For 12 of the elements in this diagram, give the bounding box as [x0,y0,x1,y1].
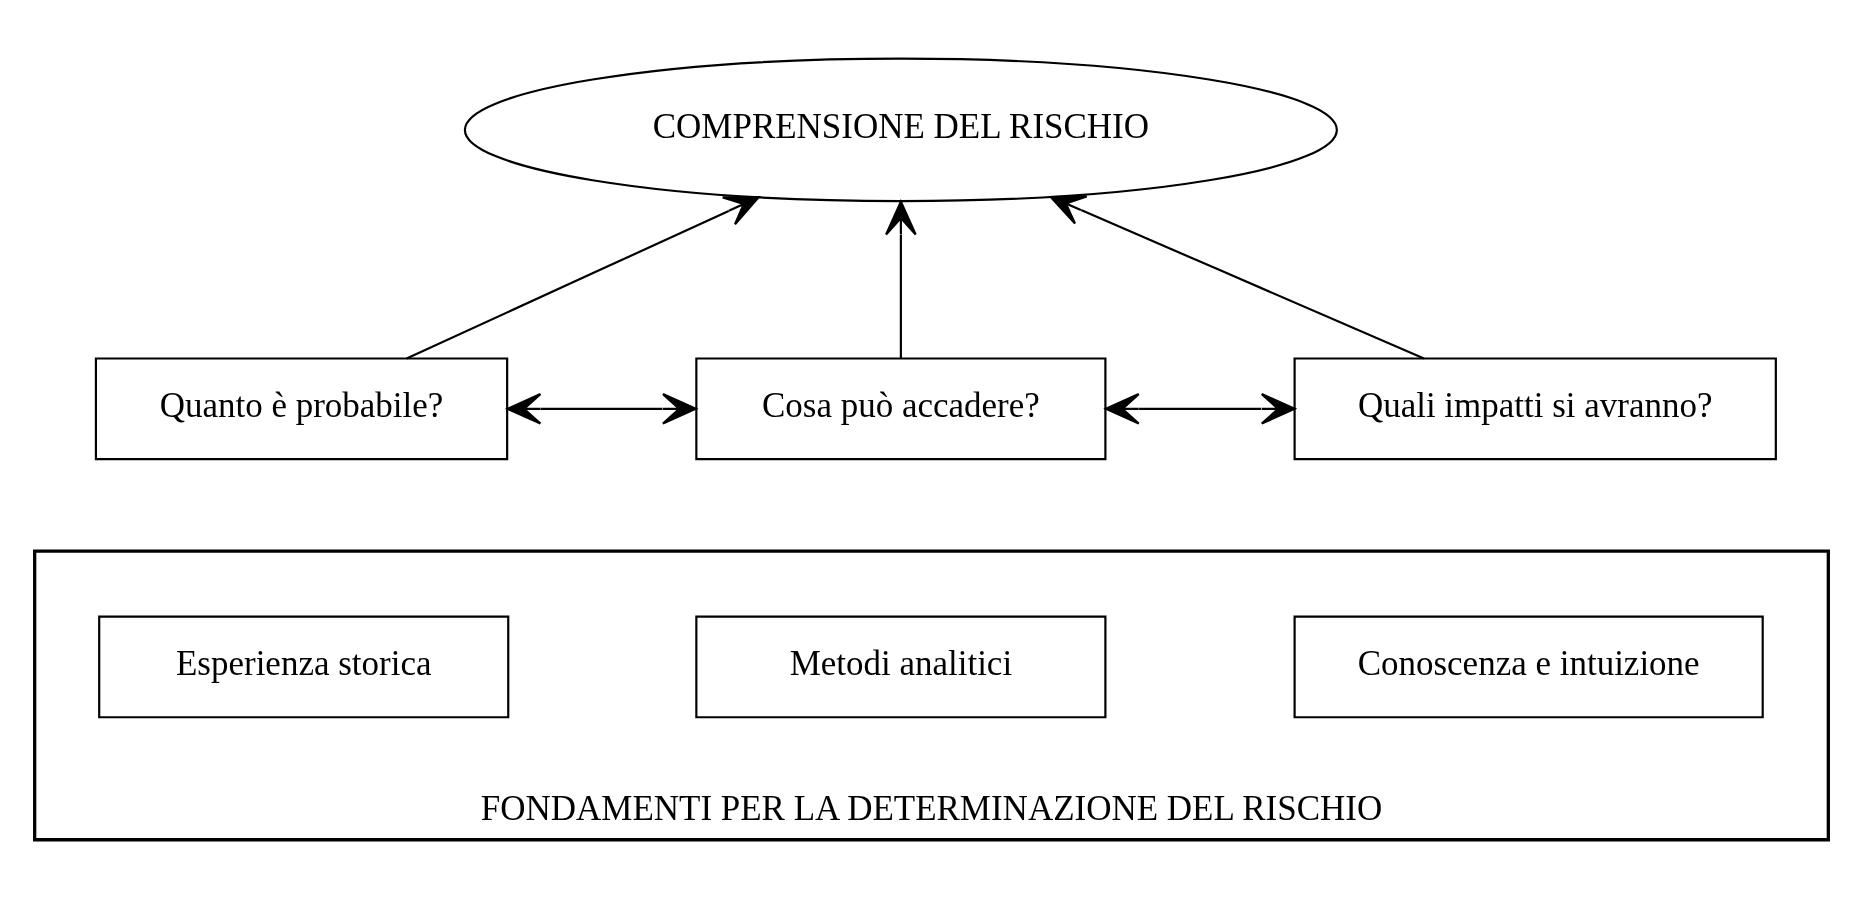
node-box: Conoscenza e intuizione [1293,615,1764,718]
node-box: Metodi analitici [695,615,1107,718]
arrow [1104,392,1296,425]
node-box: Esperienza storica [98,615,510,718]
arrow [406,195,760,359]
node-ellipse: COMPRENSIONE DEL RISCHIO [463,57,1338,202]
node-box: Cosa può accadere? [695,356,1107,460]
node-box: Quali impatti si avranno? [1293,356,1777,460]
arrow [506,392,697,425]
node-box: Quanto è probabile? [94,356,509,460]
arrow [1049,194,1425,359]
arrow [885,200,917,358]
